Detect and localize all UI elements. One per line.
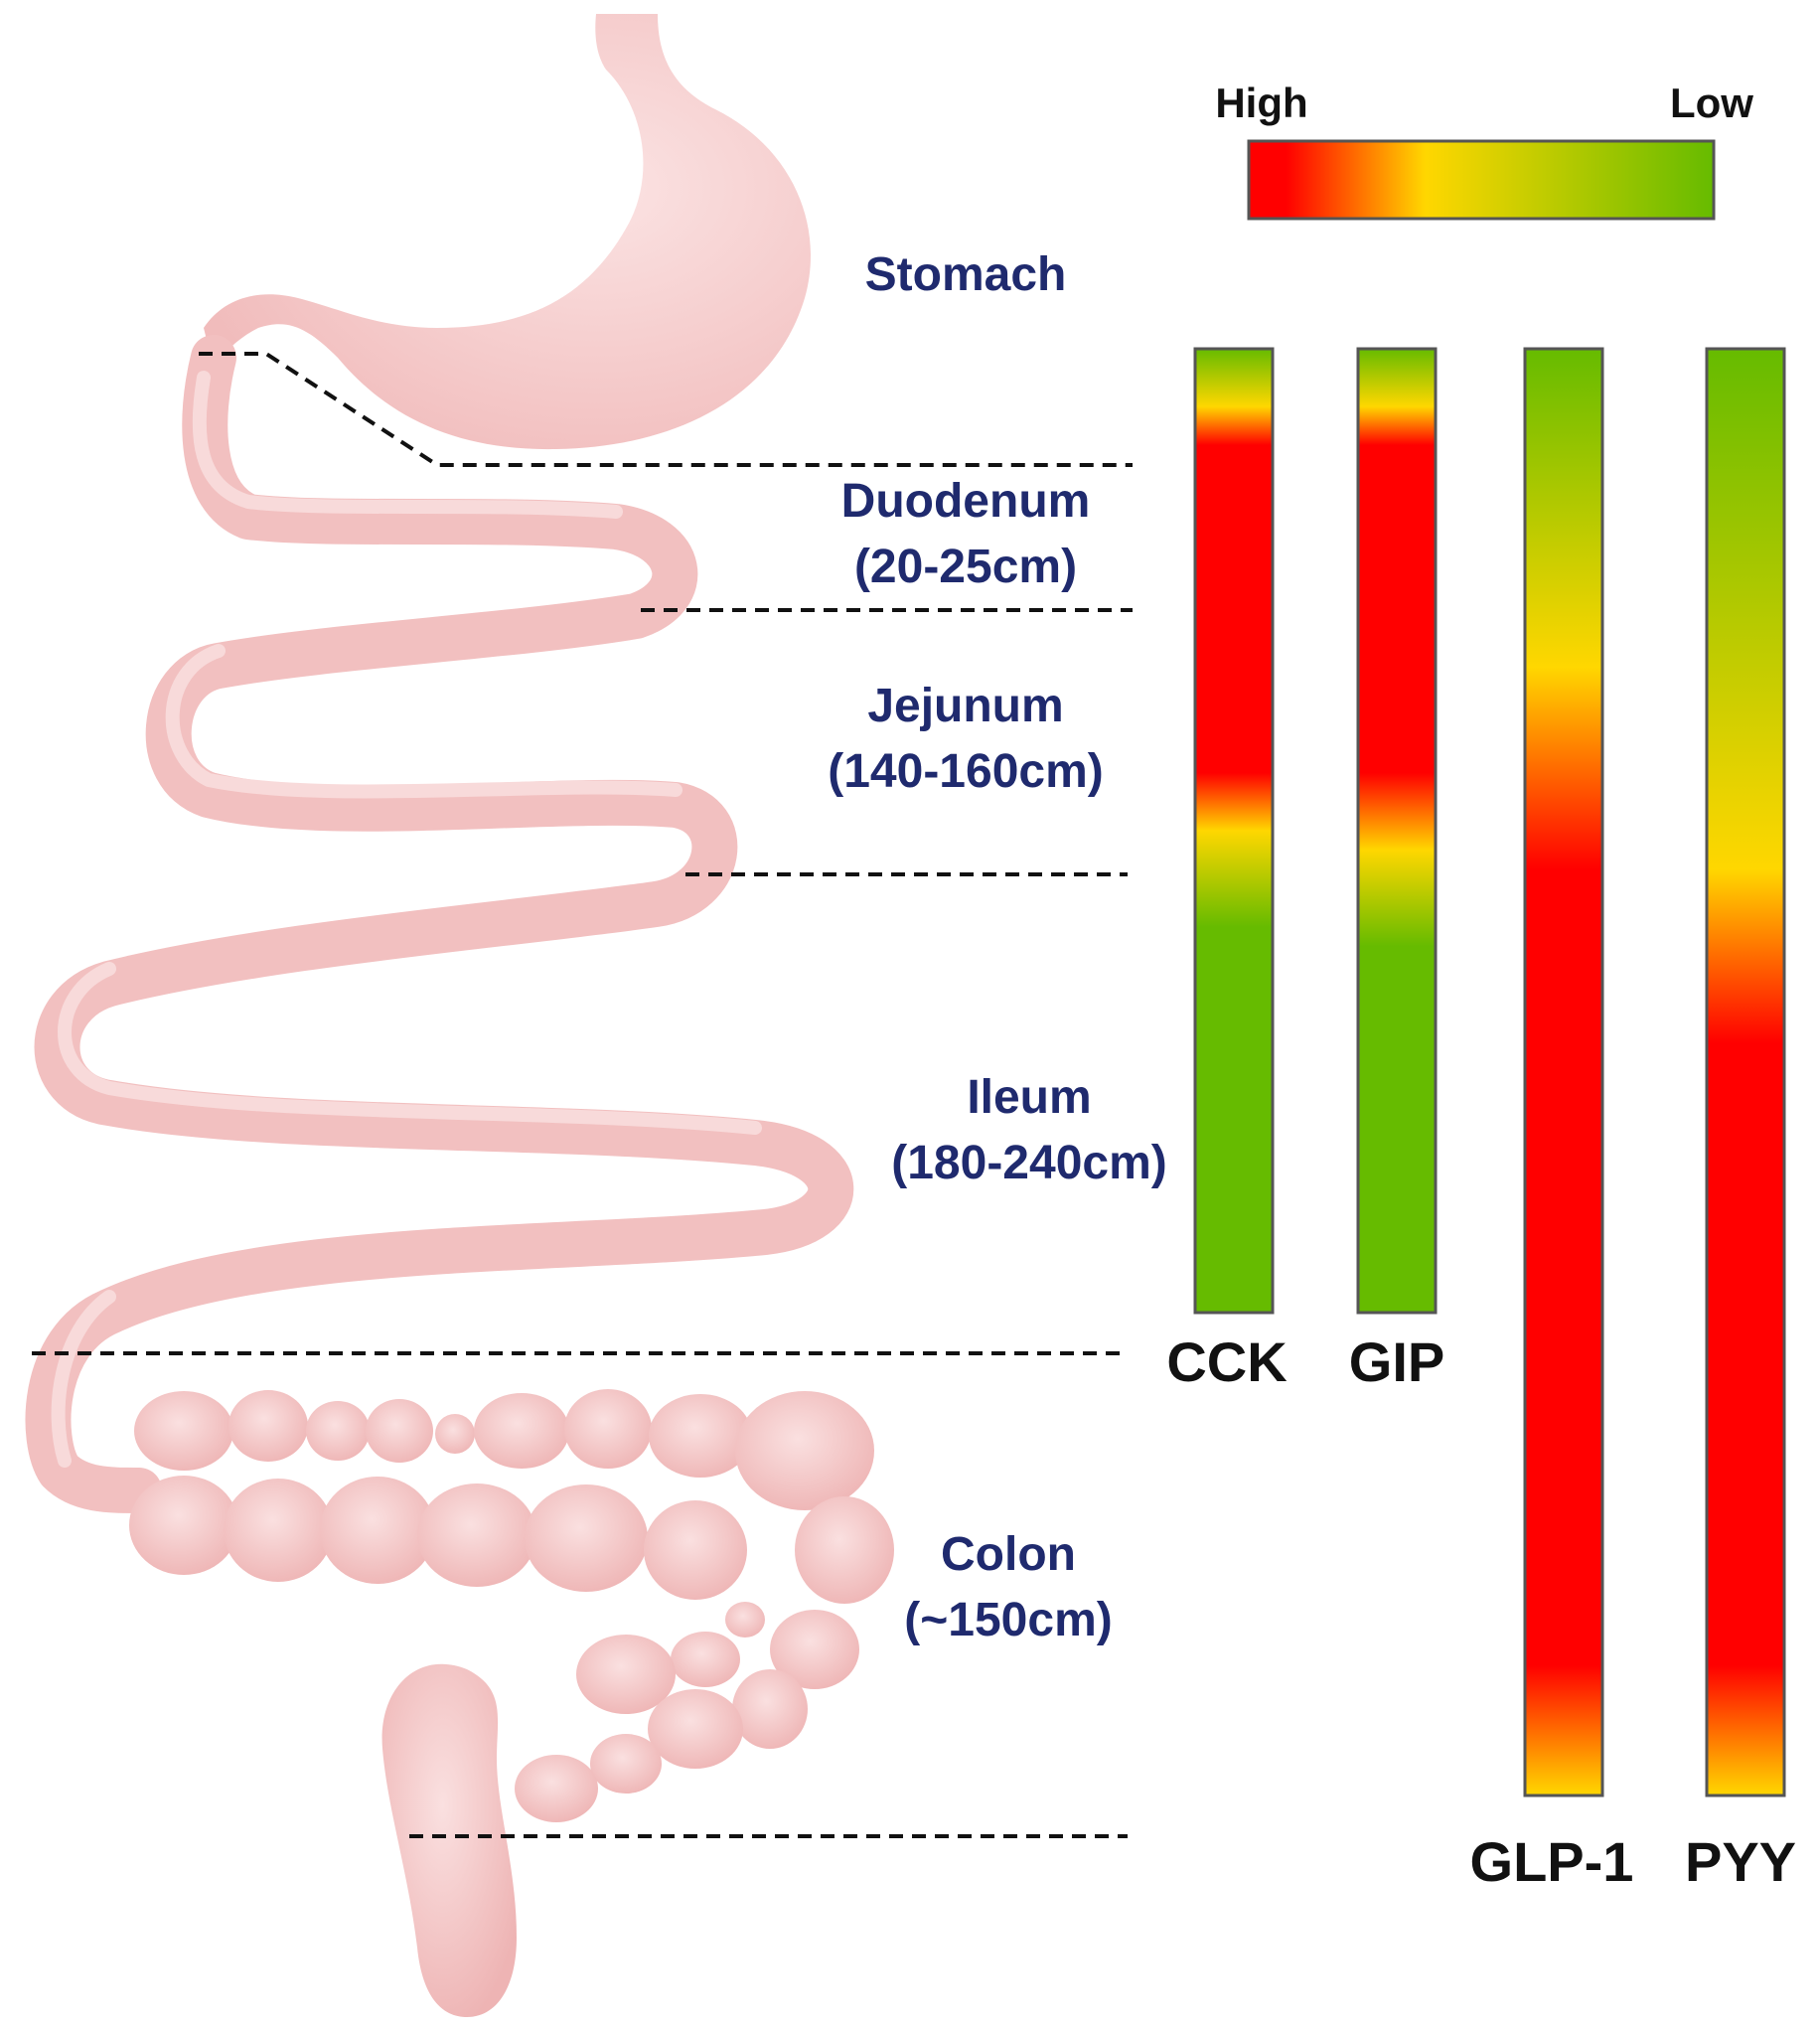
hormone-bars: CCK GIP GLP-1 PYY — [1166, 347, 1796, 1893]
scale-high-label: High — [1215, 79, 1307, 126]
glp1-gradient-bar — [1525, 349, 1602, 1795]
region-duodenum-label: Duodenum — [841, 475, 1091, 528]
gip-label: GIP — [1349, 1330, 1444, 1393]
cck-gradient-bar — [1195, 349, 1273, 1313]
hormone-bar-gip: GIP — [1349, 347, 1444, 1393]
pyy-gradient-bar — [1707, 349, 1784, 1795]
hormone-bar-glp1: GLP-1 — [1470, 347, 1634, 1893]
region-colon-length: (~150cm) — [904, 1594, 1112, 1646]
region-ileum-label: Ileum — [967, 1071, 1091, 1124]
region-duodenum-length: (20-25cm) — [854, 541, 1077, 593]
hormone-bar-pyy: PYY — [1685, 347, 1796, 1893]
region-jejunum-label: Jejunum — [867, 680, 1063, 732]
region-dividers — [32, 352, 1133, 1838]
scale-low-label: Low — [1670, 79, 1753, 126]
hormone-bar-cck: CCK — [1166, 347, 1288, 1393]
expression-scale-legend: High Low — [1215, 79, 1753, 221]
divider-stomach-duodenum — [199, 352, 1133, 467]
stomach-shape — [204, 14, 811, 450]
colon-shape — [129, 1389, 894, 2017]
scale-gradient-bar — [1249, 141, 1714, 219]
region-jejunum-length: (140-160cm) — [828, 745, 1104, 798]
gip-gradient-bar — [1358, 349, 1436, 1313]
region-colon-label: Colon — [941, 1528, 1076, 1581]
region-stomach-label: Stomach — [865, 248, 1067, 301]
pyy-label: PYY — [1685, 1830, 1796, 1893]
cck-label: CCK — [1166, 1330, 1287, 1393]
glp1-label: GLP-1 — [1470, 1830, 1634, 1893]
gi-tract-illustration — [25, 14, 894, 2017]
region-labels: Stomach Duodenum (20-25cm) Jejunum (140-… — [828, 248, 1167, 1646]
region-ileum-length: (180-240cm) — [891, 1137, 1167, 1189]
small-intestine-shape — [25, 335, 854, 1513]
